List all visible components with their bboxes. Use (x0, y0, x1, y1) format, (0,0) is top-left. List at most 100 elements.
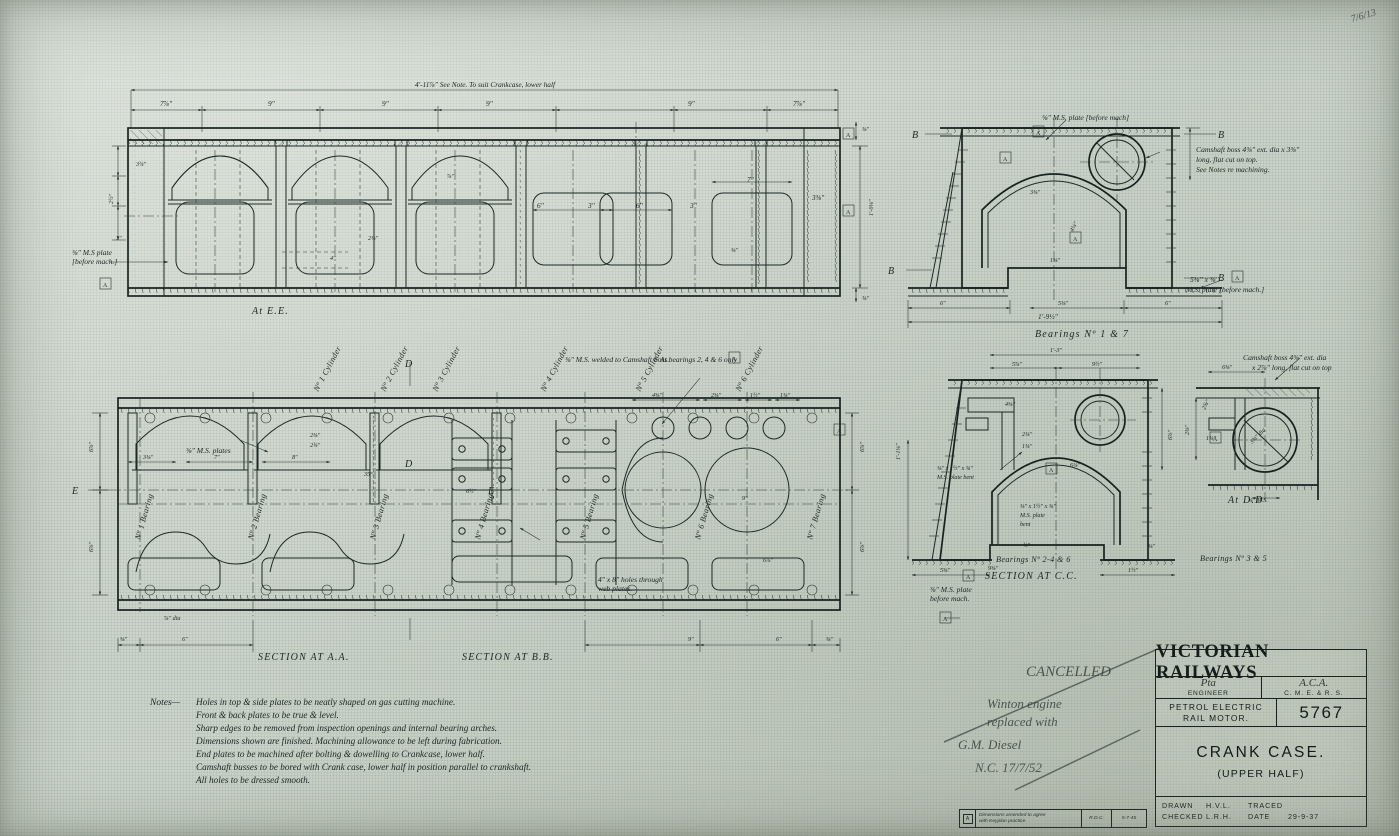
sec17-flag-a: A (999, 151, 1012, 164)
plan-flag-e-left: E (71, 486, 79, 497)
title-block-signature-row: Pta ENGINEER A.C.A. C. M. E. & R. S. (1156, 677, 1366, 699)
secc-dim-10: 1½" (1128, 567, 1139, 574)
notes-heading: Notes— (149, 698, 181, 708)
elevation-caption: At E.E. (251, 306, 289, 317)
svg-text:A: A (837, 429, 842, 435)
drawn-label: DRAWN (1162, 800, 1194, 810)
title-block-company-row: VICTORIAN RAILWAYS (1156, 642, 1366, 683)
amendment-strip: A Dimensions amended to agree with Keypl… (959, 809, 1147, 828)
dd-note-1: Camshaft boss 4⅜" ext. dia (1243, 353, 1327, 362)
elevation-right-dim-3: ⅜" (862, 296, 870, 302)
secc-dim-12: ⅝" (1148, 544, 1156, 550)
amendment-initials-cell: R.D.C. (1082, 810, 1112, 827)
drawn-traced-line: DRAWN H.V.L. TRACED (1162, 800, 1366, 811)
secc-dim-2: 5⅞" (1012, 362, 1023, 368)
elevation-inner-dim-3: 6" (636, 201, 644, 210)
cancel-line-2: replaced with (987, 714, 1058, 729)
elevation-right-dim-2: ⅜" (862, 127, 870, 133)
amendment-mark-cell: A (960, 810, 976, 827)
dd-dim-4: ⅝" M.S. (1248, 498, 1268, 504)
svg-text:A: A (1213, 437, 1218, 443)
plan-flag-a: A (728, 351, 741, 364)
title-block-title-row: CRANK CASE. (UPPER HALF) (1156, 727, 1366, 797)
plan-dim-bottom-5: ⅝" (826, 637, 834, 643)
plan-dim-right-1: 4⅝" (652, 393, 663, 399)
elevation-small-dim-4: ⅝" (731, 248, 739, 254)
elevation-left-dim-3: 3" (115, 236, 122, 242)
title-block-credits-row: DRAWN H.V.L. TRACED CHECKED L.R.H. DATE … (1156, 797, 1366, 824)
plan-cylinder-3: Nº 3 Cylinder (430, 344, 462, 394)
plan-note-bend-1: ⅜" x 1½" x ⅜" (937, 465, 973, 472)
sec17-note-boss-3: See Notes re machining. (1196, 165, 1270, 174)
secc-note-bend-3: bent (1020, 522, 1031, 528)
sec17-note-boss-1: Camshaft boss 4⅜" ext. dia x 3⅜" (1196, 145, 1300, 154)
elevation-flag-a-right: A (842, 127, 855, 140)
plan-bore-dim-1: 6½" (466, 488, 477, 495)
plan-flag-d-mid: D (404, 459, 413, 470)
secc-flag-a3: A (939, 611, 952, 624)
elevation-right-dim-1: 1'-0⅛" (869, 199, 875, 216)
cme-cell: A.C.A. C. M. E. & R. S. (1262, 677, 1367, 698)
engineer-role-label: ENGINEER (1187, 690, 1229, 697)
svg-text:A: A (1036, 131, 1041, 137)
vehicle-type-cell: PETROL ELECTRIC RAIL MOTOR. (1156, 699, 1278, 726)
secc-flag-a2: A (1045, 462, 1058, 475)
sec17-flag-b-left: B (912, 130, 919, 141)
elevation-inner-dim-4: 3" (689, 201, 698, 210)
plan-flag-e-mid: E (487, 486, 495, 497)
plan-dim-right-3: 1½" (750, 392, 761, 399)
plan-dim-bottom-4: 6" (776, 637, 782, 643)
cancelled-stamp: CANCELLED (1026, 664, 1111, 680)
plan-dim-bottom-1: ⅝" (120, 637, 128, 643)
plan-flag-d-top: D (404, 359, 413, 370)
secc-note-bend-1: ⅜" x 1½" x ⅜" (1020, 503, 1056, 510)
elevation-inner-dim-6: 3⅜" (811, 193, 825, 202)
plan-dim-right-2: 2⅝" (711, 393, 722, 399)
svg-text:A: A (943, 617, 948, 623)
elevation-overall-dim: 4'-11⅞" See Note. To suit Crankcase, low… (415, 80, 556, 89)
sec17-flag-b-right: B (1218, 273, 1225, 284)
traced-label: TRACED (1248, 800, 1283, 810)
svg-text:A: A (103, 283, 108, 289)
plan-note-bend-2: M.S. plate bent (936, 475, 974, 481)
elevation-inner-dim-5: 7" (747, 175, 755, 184)
secc-bearings-right-label: Bearings Nº 3 & 5 (1200, 554, 1267, 563)
secc-note-plate-1: ⅜" M.S. plate (930, 585, 972, 594)
plan-dim-top-5: 2¾" (310, 443, 321, 449)
sec17-flag-a4: A (1231, 270, 1244, 283)
cme-signature: A.C.A. (1299, 677, 1329, 689)
amendment-text-line2: with Keyplan practice. (979, 818, 1027, 824)
elevation-flag-a: A (99, 277, 112, 290)
sec17-note-plate-right-1: 5⅜" x ⅜" (1190, 275, 1220, 284)
amendment-text-cell: Dimensions amended to agree with Keyplan… (976, 810, 1082, 827)
title-block: VICTORIAN RAILWAYS Pta ENGINEER A.C.A. C… (1155, 642, 1367, 827)
drawing-title-main: CRANK CASE. (1196, 743, 1326, 761)
elevation-plate-note-line2: [before mach.] (72, 257, 117, 266)
plan-dim-left-vert-1: 6⅞" (89, 441, 95, 452)
plan-bearing-2: Nº 2 Bearing (246, 493, 268, 542)
plan-flag-a2: A (833, 423, 846, 436)
secc-flag-a: A (962, 569, 975, 582)
dd-dim-1: 6⅝" (1222, 365, 1233, 371)
plan-cylinder-5: Nº 5 Cylinder (633, 344, 665, 394)
date-value: 29-9-37 (1288, 811, 1320, 821)
plan-hole-dia: ⅞" dia (164, 616, 180, 622)
secc-dim-14: 6⅞" (1168, 429, 1174, 440)
sec17-note-plate-right-2: M.S. plate [before mach.] (1185, 285, 1264, 294)
checked-by: L.R.H. (1206, 811, 1232, 821)
cme-role-label: C. M. E. & R. S. (1284, 690, 1344, 697)
engineer-signature: Pta (1200, 677, 1216, 689)
plan-dim-bottom-2: 6" (182, 637, 188, 643)
svg-text:A: A (966, 575, 971, 581)
notes-item-5: End plates to be machined after bolting … (195, 749, 485, 759)
drawing-number-cell: 5767 (1277, 699, 1366, 726)
vehicle-type-line1: PETROL ELECTRIC (1169, 701, 1263, 712)
plan-dim-top-1: 3⅜" (142, 455, 154, 461)
svg-text:A: A (1003, 157, 1008, 163)
plan-dim-right-4: 1⅜" (780, 393, 791, 399)
secc-dim-13: 1'-1⅛" (896, 443, 902, 460)
plan-dim-right-vert-2: 6⅞" (860, 541, 866, 552)
engineer-cell: Pta ENGINEER (1156, 677, 1262, 698)
